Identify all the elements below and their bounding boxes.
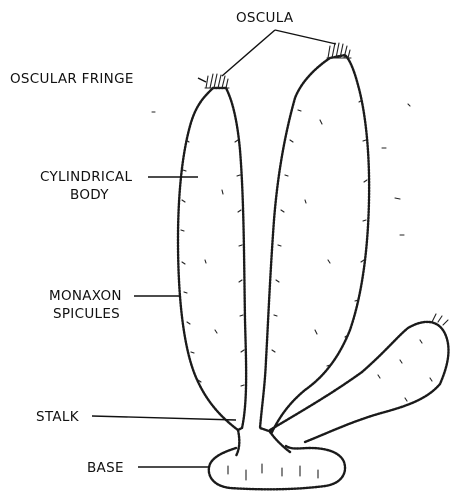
label-cylindrical-line2: BODY [70,187,109,203]
label-base: BASE [87,460,124,476]
spicule-marks [152,100,432,480]
stalk-leader [92,416,236,420]
label-monaxon-line1: MONAXON [49,288,122,304]
label-cylindrical-line1: CYLINDRICAL [40,169,132,185]
label-monaxon-line2: SPICULES [53,306,120,322]
branch-tube-outline [270,322,448,442]
stalk-outline [236,430,290,456]
oscula-leader [222,30,336,76]
left-tube-outline [178,88,246,430]
label-oscular-fringe: OSCULAR FRINGE [10,71,134,87]
middle-tube-outline [260,55,369,432]
label-oscula: OSCULA [236,10,294,26]
oscular-fringe-leader [198,78,206,82]
label-stalk: STALK [36,409,80,425]
base-outline [209,446,345,489]
oscular-fringe-left [205,74,229,88]
